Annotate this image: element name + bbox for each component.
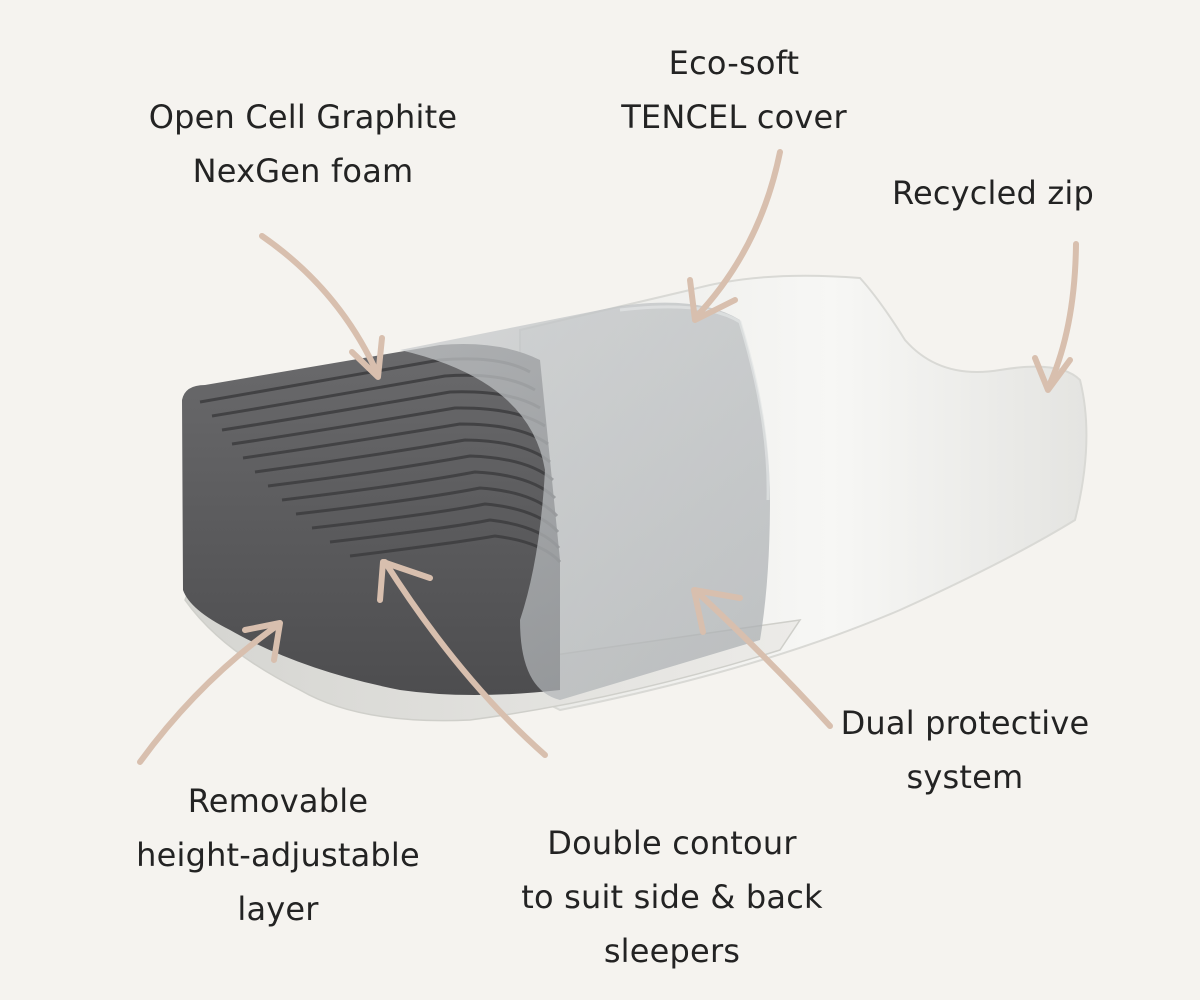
zip-arrow-icon — [1045, 241, 1079, 391]
label-foam: Open Cell Graphite NexGen foam — [118, 90, 488, 198]
label-cover-line-2: TENCEL cover — [621, 98, 847, 136]
protective-arrow-icon — [692, 587, 833, 729]
label-zip: Recycled zip — [868, 166, 1118, 220]
label-layer: Removable height-adjustable layer — [100, 774, 456, 936]
label-cover-line-1: Eco-soft — [668, 44, 800, 82]
label-layer-line-3: layer — [237, 890, 319, 928]
foam-arrow-icon — [259, 233, 381, 378]
label-contour-line-2: to suit side & back — [521, 878, 823, 916]
label-protective: Dual protective system — [810, 696, 1120, 804]
cover-arrow-icon — [692, 149, 783, 321]
foam-ridges — [199, 357, 562, 564]
label-protective-line-2: system — [906, 758, 1024, 796]
label-layer-line-2: height-adjustable — [136, 836, 420, 874]
label-contour: Double contour to suit side & back sleep… — [494, 816, 850, 978]
label-layer-line-1: Removable — [187, 782, 369, 820]
label-foam-line-1: Open Cell Graphite — [148, 98, 458, 136]
label-contour-line-1: Double contour — [547, 824, 797, 862]
label-protective-line-1: Dual protective — [840, 704, 1090, 742]
protective-sleeve — [400, 302, 770, 700]
label-cover: Eco-soft TENCEL cover — [580, 36, 888, 144]
label-foam-line-2: NexGen foam — [192, 152, 414, 190]
contour-arrow-icon — [382, 559, 548, 758]
label-zip-line-1: Recycled zip — [891, 174, 1095, 212]
label-contour-line-3: sleepers — [603, 932, 741, 970]
hand-drawn-arrow — [137, 149, 1079, 765]
layer-arrow-icon — [137, 622, 281, 765]
